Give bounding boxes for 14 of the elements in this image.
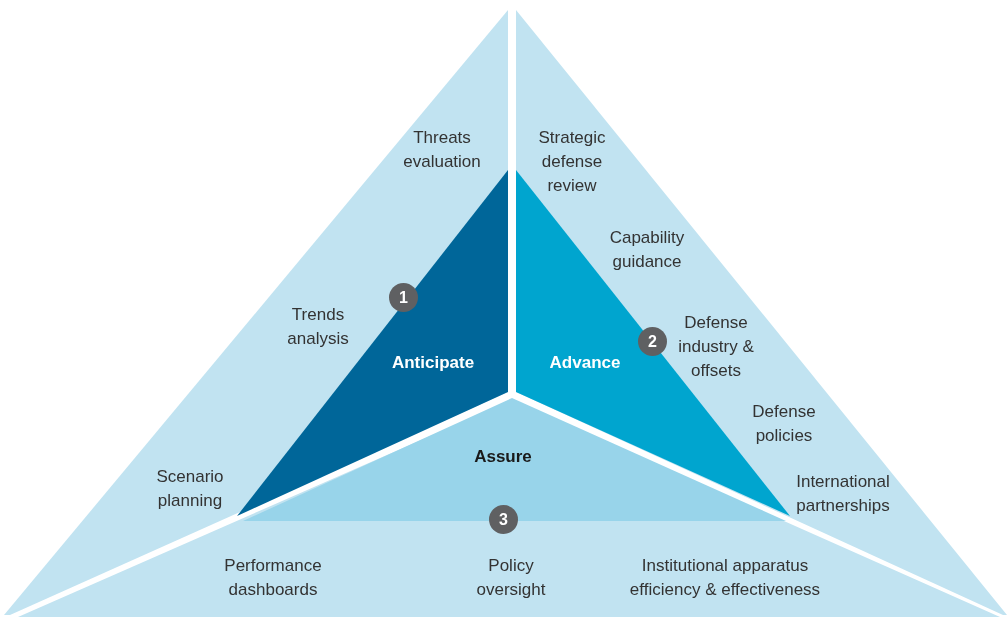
segment-title: Anticipate [391, 353, 475, 373]
segment-title: Advance [549, 353, 621, 373]
segment-title: Assure [474, 447, 532, 467]
area-label: International partnerships [795, 471, 891, 517]
area-label: Capability guidance [608, 227, 686, 273]
area-label: Defense policies [751, 401, 817, 447]
area-label: Defense industry & offsets [677, 312, 755, 382]
area-label: Institutional apparatus efficiency & effectiveness [628, 555, 822, 601]
area-label: Policy oversight [475, 555, 547, 601]
area-label: Threats evaluation [402, 127, 482, 173]
area-label: Strategic defense review [537, 127, 607, 197]
area-label: Trends analysis [286, 304, 350, 350]
area-label: Scenario planning [155, 466, 225, 512]
area-label: Performance dashboards [223, 555, 323, 601]
